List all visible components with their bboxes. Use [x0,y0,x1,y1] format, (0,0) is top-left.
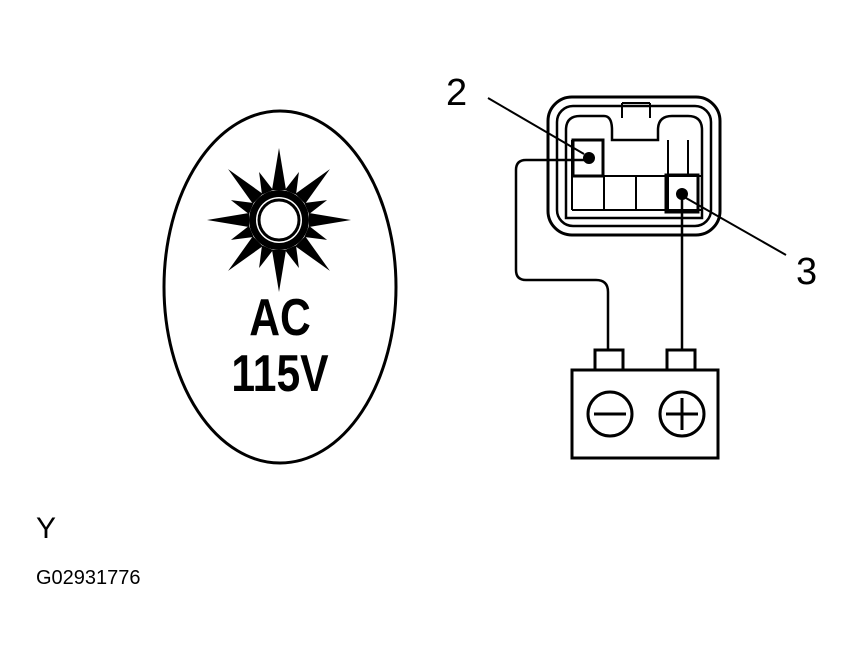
switch-label-ac: AC [249,289,311,347]
connector [546,95,722,237]
battery-body [570,368,720,460]
sun-icon [207,148,351,292]
connector-cavity [564,114,704,220]
terminal-2 [571,138,605,178]
callout-leader-2 [487,97,585,155]
switch-face: AC 115V [162,109,398,465]
battery-terminal-negative [593,348,625,372]
switch-label-voltage: 115V [231,345,328,403]
terminal-3-dot [676,188,688,200]
terminal-2-dot [583,152,595,164]
switch-oval [162,109,398,465]
minus-icon [586,390,634,438]
battery-terminal-positive [665,348,697,372]
view-letter: Y [36,512,56,545]
battery [570,348,720,460]
callout-label-3: 3 [796,251,817,293]
callout-leader-3 [685,197,787,256]
connector-housing-outer [546,95,722,237]
figure-code: G02931776 [36,567,141,589]
plus-icon [658,390,706,438]
wire-negative [514,158,610,350]
callout-label-2: 2 [446,72,467,114]
connector-housing-inner [555,104,713,228]
